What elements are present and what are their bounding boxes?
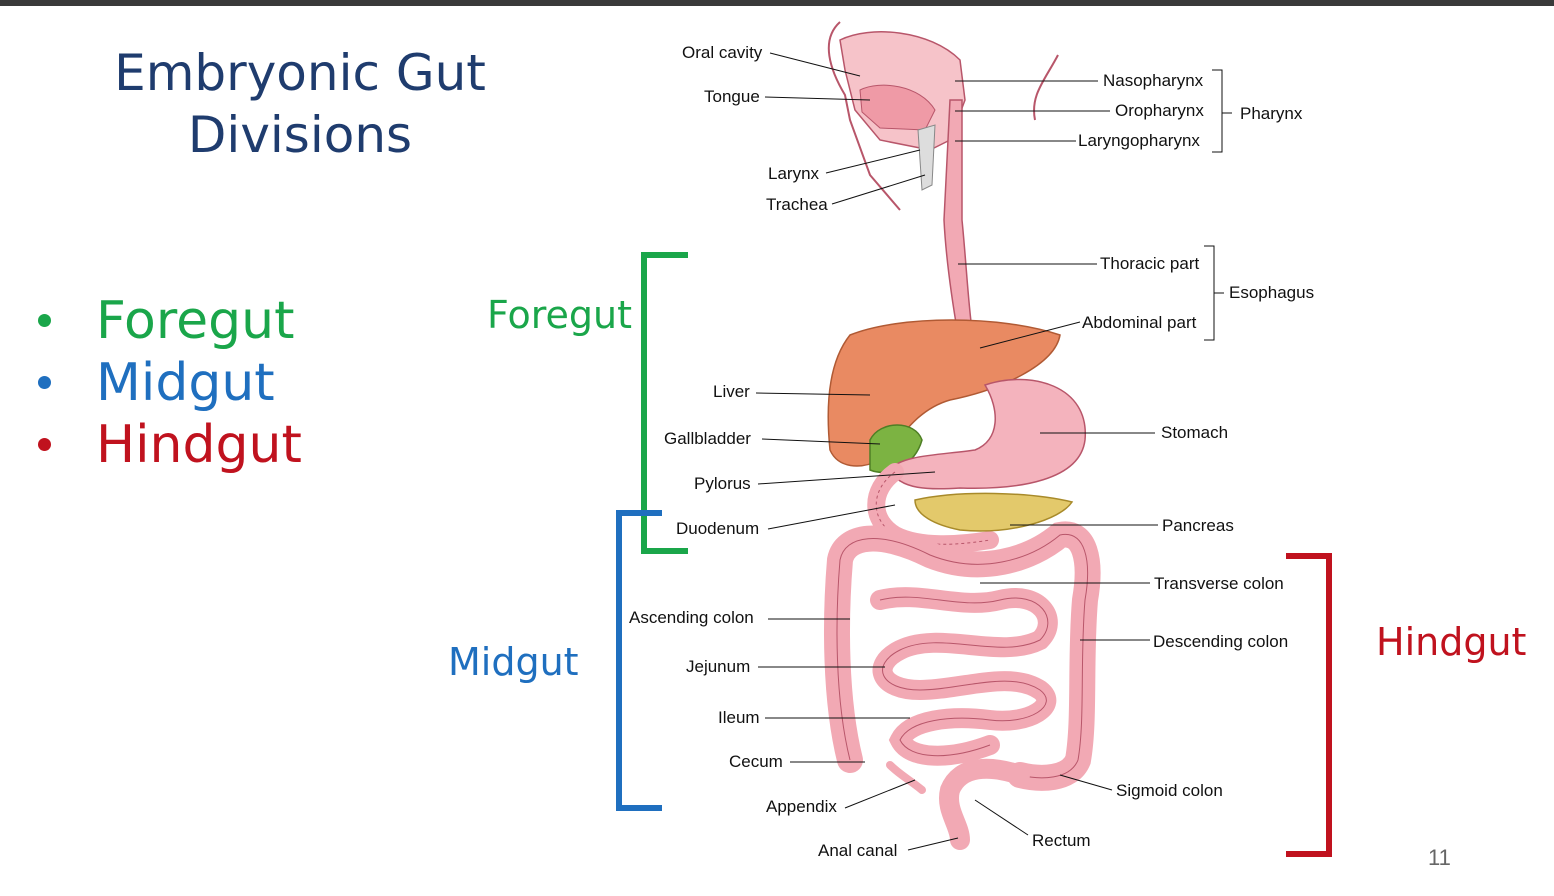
stomach-shape [889,378,1086,490]
bullet-foregut: Foregut [30,290,302,352]
slide-title: Embryonic Gut Divisions [114,44,486,164]
trachea-shape [917,124,936,191]
bullet-dot-icon [38,376,51,389]
appendix-shape [886,761,926,794]
colon-outline [836,534,1088,779]
label-gallbladder: Gallbladder [664,429,751,448]
top-bar [0,0,1554,6]
hindgut-bracket [1286,553,1332,857]
label-larynx: Larynx [768,164,820,183]
label-thoracic-part: Thoracic part [1100,254,1200,273]
midgut-region-label: Midgut [448,640,579,684]
label-nasopharynx: Nasopharynx [1103,71,1204,90]
label-pancreas: Pancreas [1162,516,1234,535]
duodenum-outline [875,471,991,545]
head-outline [827,21,1059,211]
colon-shape [824,521,1101,791]
label-transverse-colon: Transverse colon [1154,574,1284,593]
label-anal-canal: Anal canal [818,841,898,860]
bullet-label: Hindgut [96,415,302,475]
bullet-label: Midgut [96,353,275,413]
label-descending-colon: Descending colon [1153,632,1289,651]
tongue-shape [859,84,936,131]
bullet-list: Foregut Midgut Hindgut [30,290,302,476]
rectum-shape [939,758,1030,850]
label-appendix: Appendix [766,797,837,816]
bullet-midgut: Midgut [30,352,302,414]
hindgut-region-label: Hindgut [1376,620,1527,664]
foregut-region-label: Foregut [487,293,633,337]
bullet-label: Foregut [96,291,295,351]
label-pylorus: Pylorus [694,474,751,493]
label-stomach: Stomach [1161,423,1229,442]
label-ileum: Ileum [718,708,760,727]
esophagus-shape [943,99,973,337]
small-intestine-outline [879,596,1049,757]
page-number: 11 [1428,845,1451,870]
foregut-bracket [641,252,688,554]
leader-lines [755,52,1232,851]
label-abdominal-part: Abdominal part [1082,313,1197,332]
bullet-hindgut: Hindgut [30,414,302,476]
label-oropharynx: Oropharynx [1115,101,1204,120]
bullet-dot-icon [38,314,51,327]
label-rectum: Rectum [1032,831,1091,850]
label-duodenum: Duodenum [676,519,760,538]
label-cecum: Cecum [729,752,783,771]
small-intestine-shape [870,587,1058,766]
label-pharynx: Pharynx [1240,104,1303,123]
label-trachea: Trachea [766,195,828,214]
label-laryngopharynx: Laryngopharynx [1078,131,1200,150]
pancreas-shape [914,492,1074,532]
label-tongue: Tongue [704,87,760,106]
label-sigmoid-colon: Sigmoid colon [1116,781,1223,800]
bullet-dot-icon [38,438,51,451]
label-ascending-colon: Ascending colon [629,608,754,627]
label-esophagus: Esophagus [1229,283,1315,302]
midgut-bracket [616,510,662,811]
label-oral-cavity: Oral cavity [682,43,763,62]
label-jejunum: Jejunum [686,657,751,676]
label-liver: Liver [713,382,750,401]
